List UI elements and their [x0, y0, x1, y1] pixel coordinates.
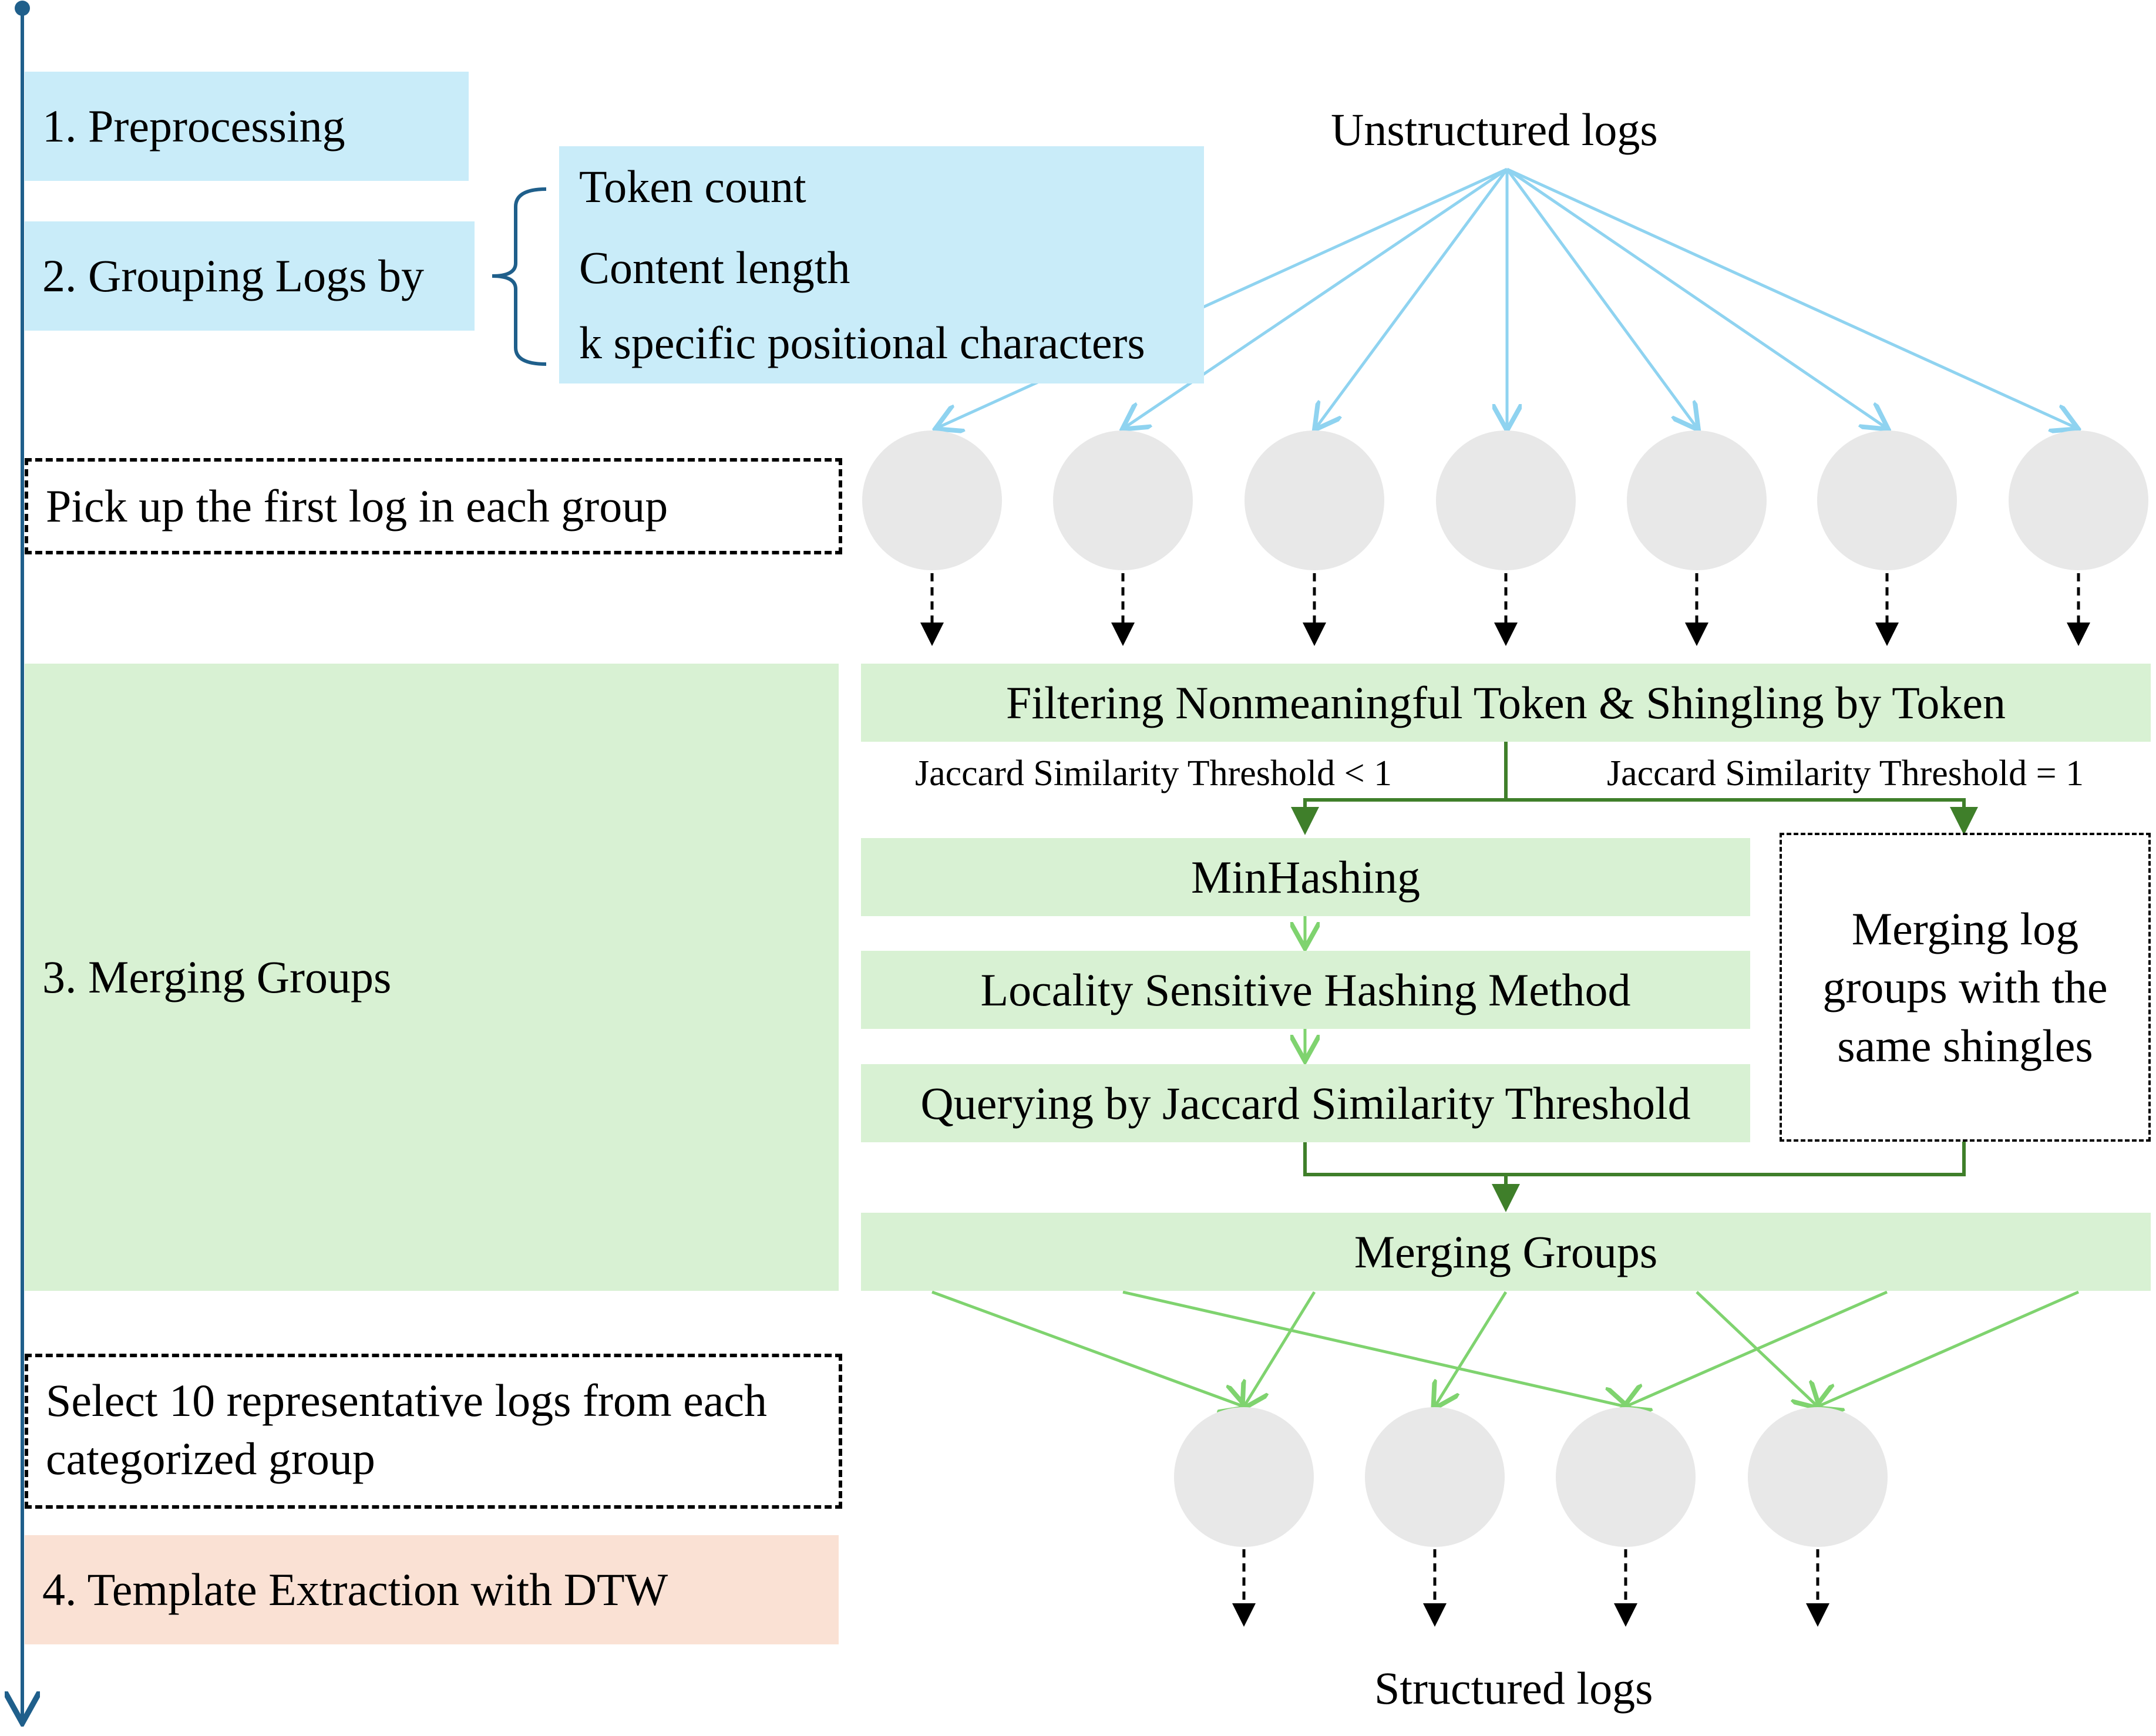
merging-groups-box: Merging Groups [861, 1213, 2151, 1291]
merge-join [1303, 1142, 1966, 1212]
step-grouping-label: 2. Grouping Logs by [42, 250, 424, 301]
merge-arrow [1435, 1291, 1508, 1407]
merge-output-arrows [931, 1290, 2080, 1407]
initial-group-nodes [862, 430, 2148, 570]
fan-arrow-2 [1125, 167, 1508, 428]
filtering-label: Filtering Nonmeaningful Token & Shinglin… [1005, 677, 2006, 728]
fan-arrow-1 [938, 167, 1508, 428]
threshold-branch [1291, 742, 1978, 835]
grouping-brace [492, 187, 547, 366]
merged-node [1365, 1407, 1505, 1547]
merge-arrow [1818, 1290, 2080, 1407]
output-label: Structured logs [1374, 1663, 1653, 1714]
filtering-box: Filtering Nonmeaningful Token & Shinglin… [861, 664, 2151, 742]
fan-arrow-5 [1505, 168, 1697, 428]
group-node [2009, 430, 2148, 570]
merge-arrow [931, 1290, 1244, 1407]
group-node [1817, 430, 1957, 570]
step-grouping: 2. Grouping Logs by [25, 221, 475, 331]
pick-first-arrows [920, 573, 2090, 646]
criterion-content-length: Content length [579, 242, 850, 293]
step-preprocessing: 1. Preprocessing [25, 72, 469, 181]
same-shingles-box: Merging log groups with the same shingle… [1780, 833, 2151, 1142]
input-label: Unstructured logs [1331, 104, 1658, 155]
merged-node [1556, 1407, 1696, 1547]
step-select-representative: Select 10 representative logs from each … [25, 1354, 842, 1509]
group-node [1053, 430, 1193, 570]
group-node [862, 430, 1002, 570]
querying-box: Querying by Jaccard Similarity Threshold [861, 1064, 1750, 1142]
input-fan-arrows [938, 167, 2076, 428]
criterion-positional-chars: k specific positional characters [579, 317, 1145, 368]
merge-arrow [1244, 1291, 1316, 1407]
branch-less-label: Jaccard Similarity Threshold < 1 [915, 753, 1393, 793]
step-merging-label: 3. Merging Groups [42, 951, 392, 1002]
merged-node [1748, 1407, 1888, 1547]
group-node [1436, 430, 1576, 570]
group-node [1627, 430, 1767, 570]
step-preprocessing-label: 1. Preprocessing [42, 100, 345, 152]
timeline-start-dot [15, 1, 30, 16]
lsh-box: Locality Sensitive Hashing Method [861, 951, 1750, 1029]
step-select-representative-label: Select 10 representative logs from each … [46, 1375, 768, 1485]
merge-arrow [1122, 1290, 1626, 1407]
branch-trunk [1291, 742, 1508, 835]
merging-groups-label: Merging Groups [1354, 1226, 1658, 1277]
fan-arrow-7 [1506, 167, 2076, 428]
join-left [1303, 1142, 1966, 1176]
step-template-extraction: 4. Template Extraction with DTW [25, 1535, 839, 1644]
branch-equal-label: Jaccard Similarity Threshold = 1 [1607, 753, 2084, 793]
step-template-extraction-label: 4. Template Extraction with DTW [42, 1564, 668, 1615]
fan-arrow-3 [1316, 168, 1509, 428]
step-pick-first: Pick up the first log in each group [25, 458, 842, 554]
merge-arrow [1696, 1291, 1818, 1407]
group-node [1245, 430, 1384, 570]
merged-node [1174, 1407, 1314, 1547]
same-shingles-label: Merging log groups with the same shingle… [1822, 903, 2108, 1071]
fan-arrow-6 [1506, 167, 1886, 428]
step-merging: 3. Merging Groups [25, 664, 839, 1291]
grouping-criteria-box: Token count Content length k specific po… [559, 146, 1204, 383]
branch-right [1506, 798, 1978, 835]
output-arrows [1232, 1549, 1829, 1627]
lsh-label: Locality Sensitive Hashing Method [980, 964, 1631, 1015]
querying-label: Querying by Jaccard Similarity Threshold [920, 1077, 1691, 1129]
criterion-token-count: Token count [579, 161, 806, 212]
minhashing-label: MinHashing [1191, 851, 1420, 903]
minhashing-box: MinHashing [861, 838, 1750, 916]
merged-group-nodes [1174, 1407, 1888, 1547]
step-pick-first-label: Pick up the first log in each group [46, 480, 668, 531]
